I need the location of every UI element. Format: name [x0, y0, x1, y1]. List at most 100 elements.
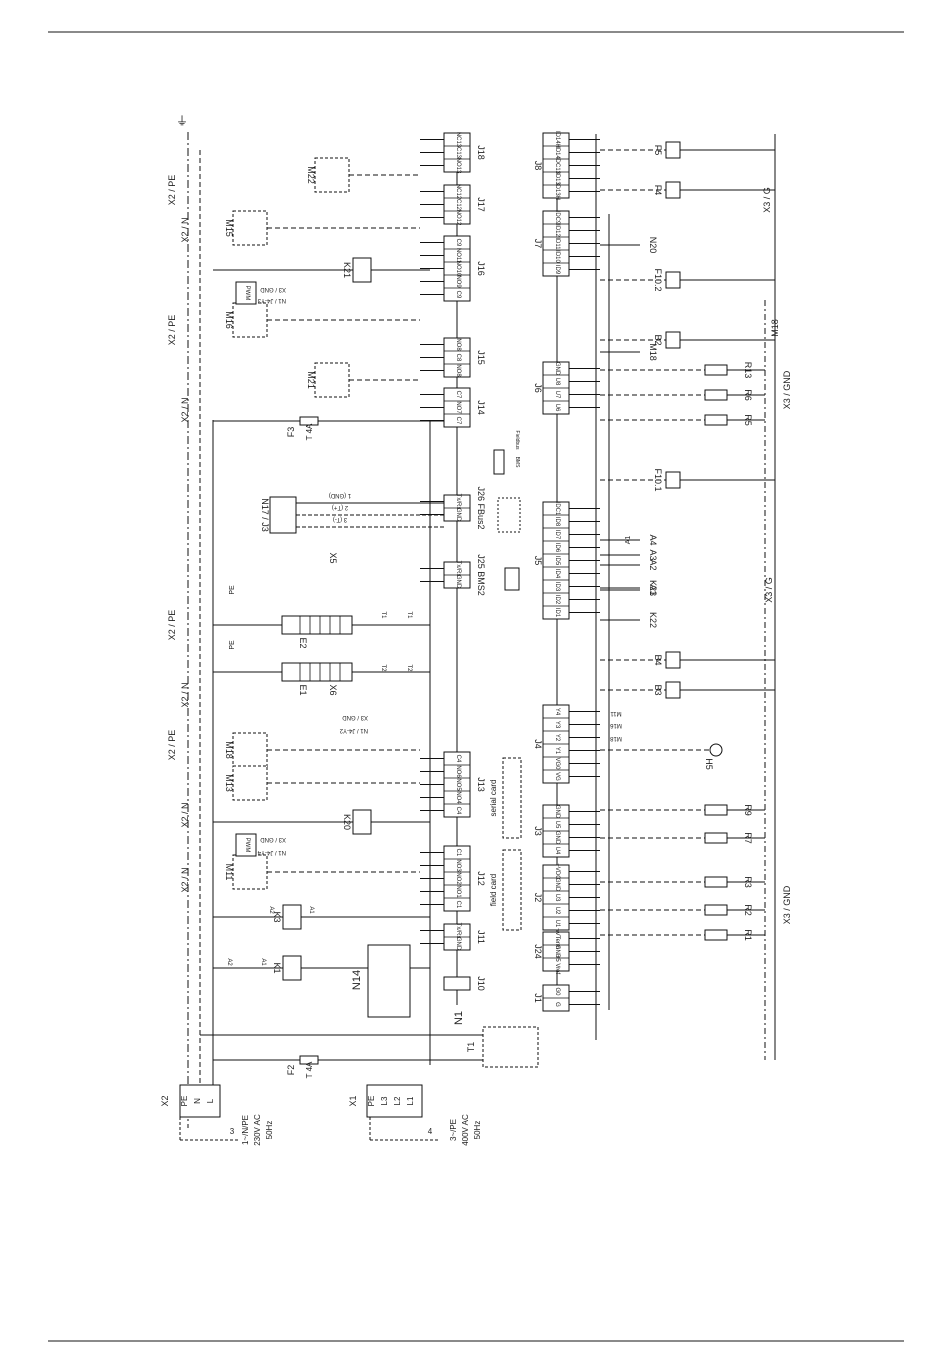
pin-label: GND	[554, 831, 560, 845]
fuse-label: F3	[286, 427, 296, 438]
supply-ref: 4	[428, 1127, 433, 1136]
heater-e1	[281, 662, 353, 682]
pin-label: U3	[554, 894, 560, 902]
connector-label: J1	[533, 993, 543, 1003]
coil-terminal-note: A1	[260, 958, 266, 966]
contact-note: T1	[406, 611, 412, 619]
pump-box	[314, 362, 350, 398]
pin-label: ID1	[554, 608, 560, 618]
pin-label: U7	[554, 391, 560, 399]
connector-label: J15	[476, 350, 486, 365]
terminal-x2	[179, 1084, 221, 1118]
connector-j10	[443, 976, 471, 991]
dip-switch-icon	[493, 449, 505, 475]
pin-label: C7	[455, 391, 461, 399]
pin-label: NO11	[455, 248, 461, 264]
pin-label: C4	[455, 755, 461, 763]
terminal-label: N	[193, 1098, 202, 1104]
output-note: M11	[610, 710, 622, 716]
relay-coil-k21	[352, 257, 372, 283]
component-label: M18	[770, 319, 780, 337]
pin-label: NO7	[455, 401, 461, 414]
component-label: B3	[653, 684, 663, 695]
signal-note: X3 / GND	[260, 836, 286, 842]
component-label: K21	[342, 262, 352, 278]
supply-note: 230V AC	[253, 1114, 262, 1146]
connector-label: J17	[476, 197, 486, 212]
component-label: X6	[328, 684, 338, 695]
pe-note: PE	[229, 640, 236, 650]
signal-note: X3 / GND	[342, 714, 368, 720]
pin-label: ID10	[554, 250, 560, 263]
connector-label: J4	[533, 739, 543, 749]
pin-label: NO9	[455, 275, 461, 288]
terminal-block-label: X1	[348, 1095, 358, 1106]
connector-label: J24	[533, 944, 543, 959]
pin-label: C9	[455, 291, 461, 299]
rail-label-right: X3 / GND	[782, 370, 792, 409]
component-label: A3	[648, 549, 658, 560]
connector-label: J26 FBus2	[476, 486, 486, 529]
component-label: M13	[224, 774, 234, 792]
relay-coil-k20	[352, 809, 372, 835]
component-label: B4	[653, 654, 663, 665]
component-label: F4	[653, 185, 663, 196]
terminal-label: PE	[180, 1096, 189, 1107]
serial-card-label: serial card	[489, 780, 498, 817]
component-label: K3	[272, 911, 282, 922]
pin-label: G0	[554, 987, 560, 996]
connector-label: J10	[476, 976, 486, 991]
fuse-f3	[299, 416, 319, 426]
supply-note: 3~/PE	[449, 1119, 458, 1141]
contact-note: T2	[406, 664, 412, 672]
sensor-f4	[665, 181, 681, 199]
pin-label: U1	[554, 920, 560, 928]
pin-label: ID8	[554, 517, 560, 527]
pwm-label: PWM	[244, 838, 250, 853]
pin-label: Y1	[554, 747, 560, 755]
component-label: F10.1	[653, 468, 663, 491]
pump-box	[232, 854, 268, 890]
pin-label: VG0	[554, 757, 560, 770]
connector-label: J16	[476, 261, 486, 276]
rail-label-left: X2 / PE	[167, 175, 177, 206]
resistor-r7	[704, 832, 728, 844]
rail-label-left: X2 / PE	[167, 610, 177, 641]
terminal-block-label: X2	[160, 1095, 170, 1106]
connector-label: J13	[476, 777, 486, 792]
pump-box	[232, 732, 268, 768]
pump-box	[232, 210, 268, 246]
pin-label: IDC9	[554, 211, 560, 225]
pin-label: G	[554, 1002, 560, 1007]
pin-label: +VTerm	[554, 928, 560, 949]
signal-note: N1 / J4-Y4	[257, 849, 286, 855]
pin-label: NO4	[455, 791, 461, 804]
pin-label: C9	[455, 239, 461, 247]
serial-card	[502, 757, 522, 839]
connector-label: J14	[476, 400, 486, 415]
output-note: M18	[610, 735, 622, 741]
component-label: M15	[224, 219, 234, 237]
signal-note: N1 / J4-Y3	[257, 297, 286, 303]
component-label: B2	[653, 334, 663, 345]
sensor-f10-1	[665, 471, 681, 489]
pin-label: Tx/Rx	[455, 923, 461, 939]
pump-box	[314, 157, 350, 193]
pin-label: C7	[455, 417, 461, 425]
pin-label: ID13	[554, 172, 560, 185]
pin-label: ID5	[554, 556, 560, 566]
resistor-r13	[704, 364, 728, 376]
component-label: R9	[743, 804, 753, 816]
sensor-f10-2	[665, 271, 681, 289]
bus-note: 1 (GND)	[329, 492, 351, 498]
sensor-f5	[665, 141, 681, 159]
coil-terminal-note: A2	[226, 958, 232, 966]
fuse-rating: T 4A	[305, 423, 314, 440]
pin-label: ID4	[554, 569, 560, 579]
pin-label: NO8	[455, 364, 461, 377]
connector-j12	[443, 845, 471, 912]
transformer-label: T1	[466, 1042, 476, 1053]
component-label: A1	[648, 584, 658, 595]
terminal-n17	[269, 496, 297, 534]
pin-label: GND	[554, 362, 560, 376]
